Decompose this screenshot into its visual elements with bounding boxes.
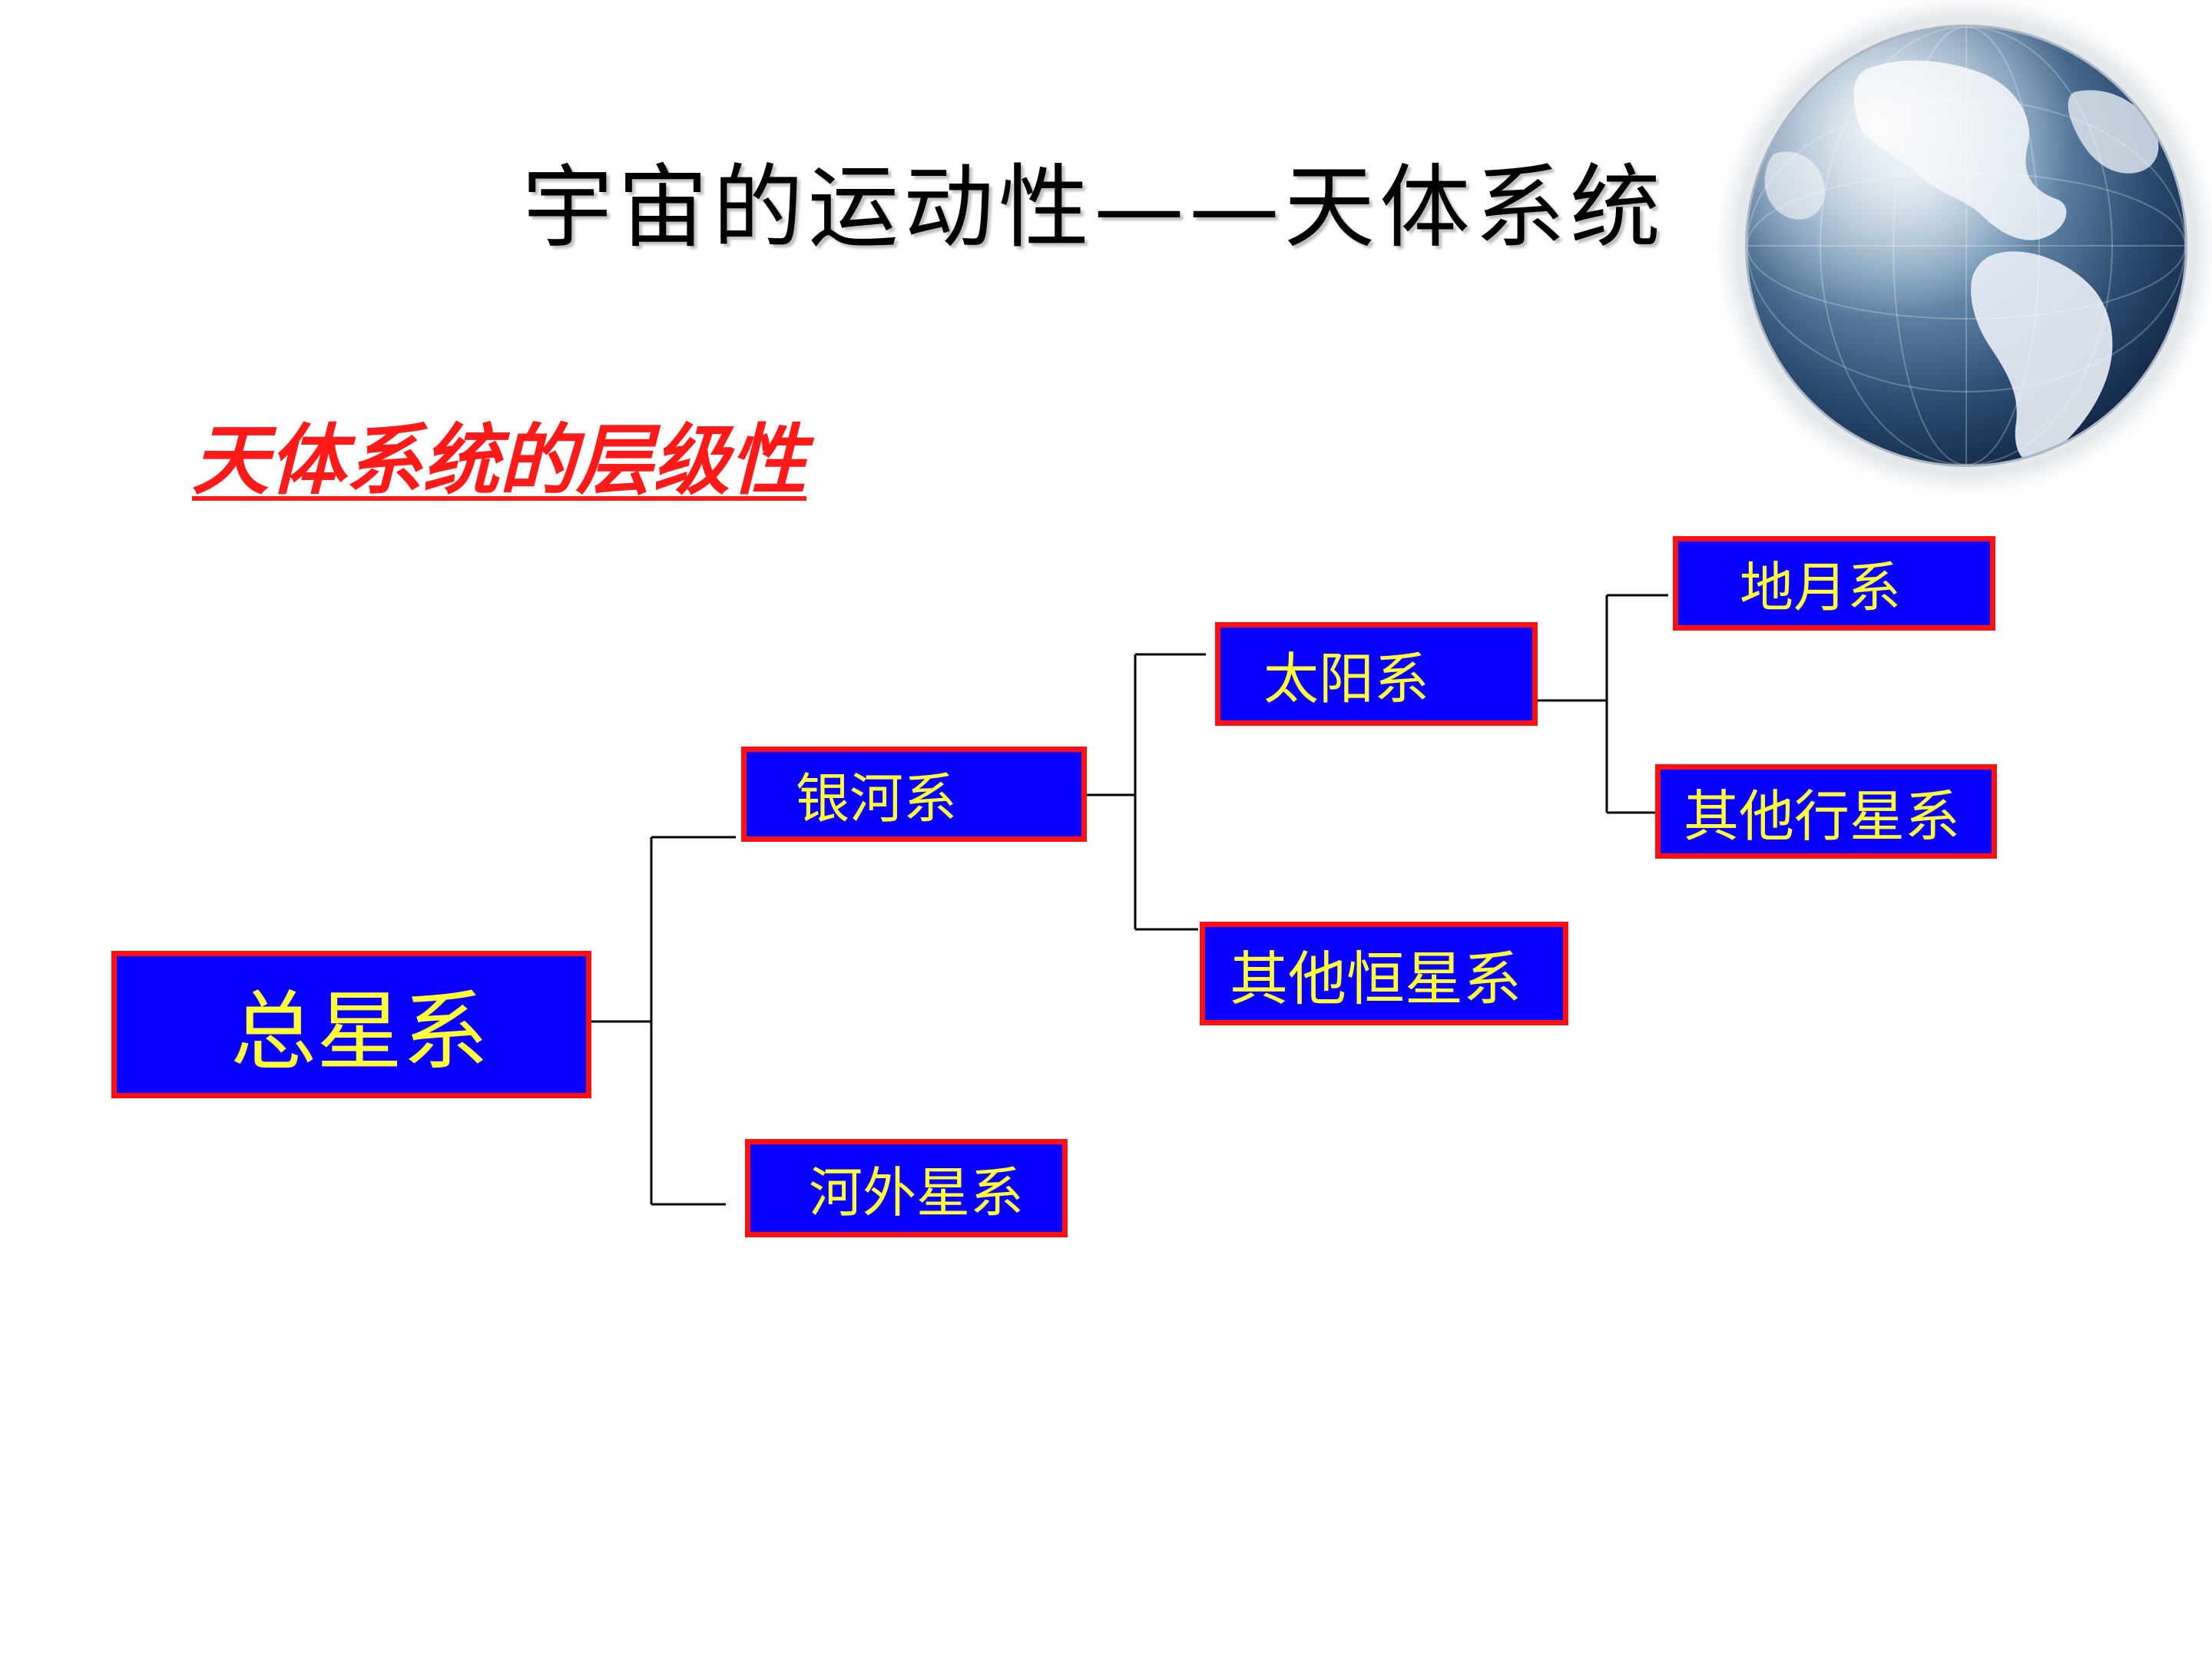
- section-subtitle: 天体系统的层级性: [192, 416, 806, 505]
- node-other-star-systems: 其他恒星系: [1200, 922, 1568, 1025]
- node-other-planetary-systems: 其他行星系: [1655, 764, 1997, 859]
- page-title: 宇宙的运动性——天体系统: [522, 154, 1666, 260]
- node-earth-moon-system: 地月系: [1673, 536, 1995, 631]
- globe-icon: [1709, 0, 2212, 503]
- node-label: 其他行星系: [1684, 784, 1961, 849]
- node-label: 银河系: [796, 767, 957, 830]
- node-label: 总星系: [230, 982, 488, 1082]
- node-milky-way: 银河系: [741, 747, 1087, 842]
- node-label: 太阳系: [1263, 647, 1430, 711]
- node-total-galaxy: 总星系: [111, 951, 591, 1098]
- node-extragalactic: 河外星系: [745, 1139, 1068, 1237]
- node-label: 地月系: [1740, 556, 1901, 619]
- node-solar-system: 太阳系: [1215, 622, 1538, 726]
- node-label: 河外星系: [809, 1161, 1024, 1224]
- node-label: 其他恒星系: [1230, 944, 1522, 1013]
